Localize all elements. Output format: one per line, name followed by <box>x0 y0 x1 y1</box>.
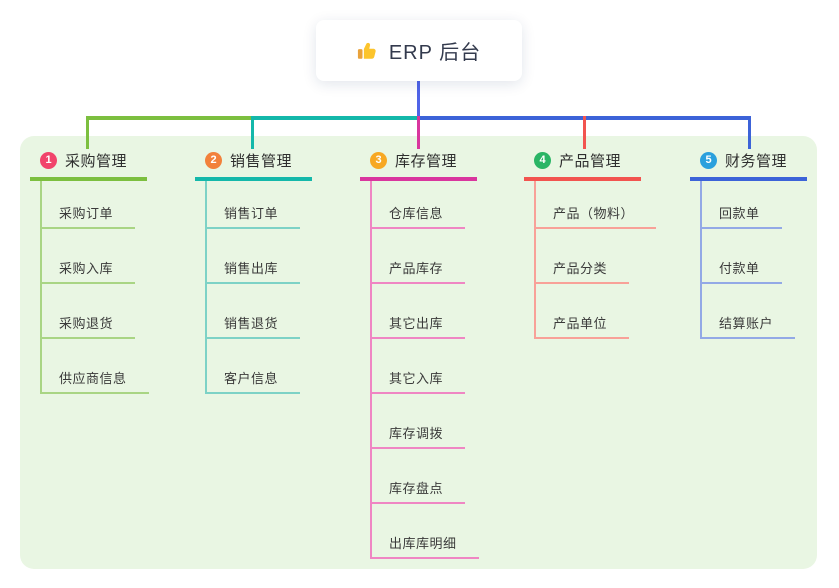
child-node[interactable]: 仓库信息 <box>372 181 479 229</box>
child-label: 销售退货 <box>207 313 301 339</box>
branch-children: 采购订单 采购入库 采购退货 供应商信息 <box>40 181 149 394</box>
branch-children: 回款单 付款单 结算账户 <box>700 181 796 339</box>
child-node[interactable]: 采购退货 <box>42 284 149 339</box>
branch-title: 产品管理 <box>559 153 622 170</box>
child-node[interactable]: 产品（物料） <box>536 181 657 229</box>
connector-drop-purchase <box>86 116 89 149</box>
child-node[interactable]: 销售订单 <box>207 181 301 229</box>
child-label: 客户信息 <box>207 368 301 394</box>
child-label: 产品单位 <box>536 313 630 339</box>
branch-children: 仓库信息 产品库存 其它出库 其它入库 库存调拨 库存盘点 出库库明细 <box>370 181 479 559</box>
branch-node-inventory[interactable]: 3 库存管理 <box>360 150 477 181</box>
child-node[interactable]: 库存调拨 <box>372 394 479 449</box>
child-node[interactable]: 其它入库 <box>372 339 479 394</box>
child-label: 库存盘点 <box>372 478 466 504</box>
branch-purchase: 1 采购管理 采购订单 采购入库 采购退货 供应商信息 <box>30 150 149 394</box>
branch-badge-5: 5 <box>700 152 717 169</box>
child-node[interactable]: 出库库明细 <box>372 504 479 559</box>
branch-badge-4: 4 <box>534 152 551 169</box>
branch-badge-1: 1 <box>40 152 57 169</box>
child-node[interactable]: 采购入库 <box>42 229 149 284</box>
root-node-label: ERP 后台 <box>388 42 482 64</box>
branch-node-product[interactable]: 4 产品管理 <box>524 150 641 181</box>
child-node[interactable]: 产品单位 <box>536 284 656 339</box>
branch-children: 产品（物料） 产品分类 产品单位 <box>534 181 657 339</box>
branch-inventory: 3 库存管理 仓库信息 产品库存 其它出库 其它入库 库存调拨 库存盘点 出库库… <box>360 150 479 559</box>
connector-drop-sales <box>251 116 254 149</box>
branch-title: 采购管理 <box>65 153 128 170</box>
branch-sales: 2 销售管理 销售订单 销售出库 销售退货 客户信息 <box>195 150 312 394</box>
branch-node-sales[interactable]: 2 销售管理 <box>195 150 312 181</box>
child-node[interactable]: 销售出库 <box>207 229 301 284</box>
child-label: 付款单 <box>702 258 782 284</box>
connector-drop-product <box>583 116 586 149</box>
child-label: 回款单 <box>702 203 782 229</box>
branches-panel <box>20 136 817 569</box>
child-node[interactable]: 采购订单 <box>42 181 149 229</box>
child-label: 供应商信息 <box>42 368 149 394</box>
branch-finance: 5 财务管理 回款单 付款单 结算账户 <box>690 150 807 339</box>
connector-bus-teal <box>252 116 418 120</box>
child-label: 销售出库 <box>207 258 301 284</box>
child-label: 产品库存 <box>372 258 466 284</box>
connector-drop-finance <box>748 116 751 149</box>
child-node[interactable]: 回款单 <box>702 181 795 229</box>
child-label: 采购退货 <box>42 313 136 339</box>
child-node[interactable]: 其它出库 <box>372 284 479 339</box>
branch-product: 4 产品管理 产品（物料） 产品分类 产品单位 <box>524 150 657 339</box>
branch-title: 销售管理 <box>230 153 293 170</box>
child-label: 产品分类 <box>536 258 630 284</box>
child-node[interactable]: 产品分类 <box>536 229 656 284</box>
branch-title: 库存管理 <box>395 153 458 170</box>
connector-bus-green <box>86 116 252 120</box>
child-node[interactable]: 产品库存 <box>372 229 479 284</box>
child-label: 出库库明细 <box>372 533 479 559</box>
child-label: 其它入库 <box>372 368 466 394</box>
branch-node-finance[interactable]: 5 财务管理 <box>690 150 807 181</box>
child-label: 仓库信息 <box>372 203 466 229</box>
child-label: 产品（物料） <box>536 203 657 229</box>
child-label: 销售订单 <box>207 203 301 229</box>
child-label: 其它出库 <box>372 313 466 339</box>
child-node[interactable]: 销售退货 <box>207 284 301 339</box>
branch-badge-2: 2 <box>205 152 222 169</box>
branch-title: 财务管理 <box>725 153 788 170</box>
thumbs-up-icon <box>357 40 379 62</box>
child-node[interactable]: 客户信息 <box>207 339 301 394</box>
branch-badge-3: 3 <box>370 152 387 169</box>
child-node[interactable]: 结算账户 <box>702 284 796 339</box>
child-node[interactable]: 库存盘点 <box>372 449 479 504</box>
child-label: 结算账户 <box>702 313 796 339</box>
branch-node-purchase[interactable]: 1 采购管理 <box>30 150 147 181</box>
connector-drop-inventory <box>417 116 420 149</box>
child-node[interactable]: 付款单 <box>702 229 795 284</box>
child-label: 采购入库 <box>42 258 136 284</box>
branch-children: 销售订单 销售出库 销售退货 客户信息 <box>205 181 301 394</box>
root-node[interactable]: ERP 后台 <box>316 20 522 81</box>
connector-root-drop <box>417 80 420 120</box>
child-label: 采购订单 <box>42 203 136 229</box>
child-label: 库存调拨 <box>372 423 466 449</box>
child-node[interactable]: 供应商信息 <box>42 339 149 394</box>
